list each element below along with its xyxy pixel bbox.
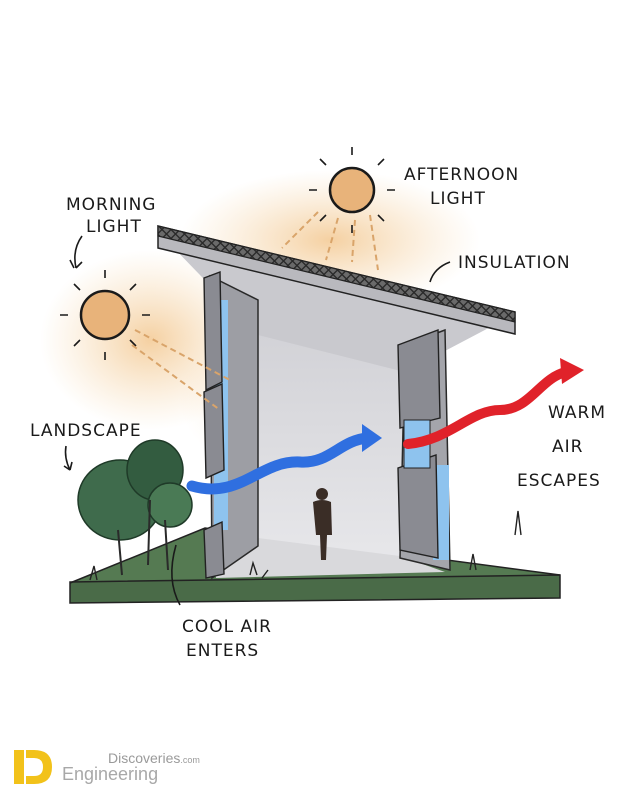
- back-wall: [258, 300, 405, 560]
- label-warm-air-2: AIR: [552, 437, 583, 457]
- label-morning-light-1: MORNING: [66, 195, 156, 215]
- label-landscape: LANDSCAPE: [30, 421, 142, 441]
- watermark-line2: Engineering: [62, 764, 159, 784]
- label-insulation: INSULATION: [458, 253, 571, 273]
- label-afternoon-light-1: AFTERNOON: [404, 165, 519, 185]
- sun-icon: [309, 147, 395, 233]
- warm-air-arrow: [403, 367, 571, 449]
- arrow-icon: [560, 358, 584, 384]
- cool-air-arrow: [186, 432, 374, 495]
- light-ray-arrows: [131, 211, 379, 411]
- insulation-layer: [157, 225, 516, 323]
- tree-icon: [77, 439, 522, 581]
- sun-icon: [60, 270, 150, 360]
- label-morning-light-2: LIGHT: [86, 217, 142, 237]
- label-pointers: [63, 235, 451, 606]
- building: [157, 225, 516, 580]
- label-cool-air-2: ENTERS: [186, 641, 259, 661]
- watermark-line1: Discoveries.com: [108, 750, 200, 766]
- floor: [212, 538, 445, 578]
- engineering-logo-icon: [14, 750, 52, 784]
- morning-sun: [79, 289, 131, 341]
- arrow-icon: [362, 424, 382, 452]
- label-warm-air-3: ESCAPES: [517, 471, 601, 491]
- person-icon: [313, 488, 332, 560]
- label-cool-air-1: COOL AIR: [182, 617, 272, 637]
- afternoon-sun: [328, 166, 376, 214]
- label-warm-air-1: WARM: [548, 403, 606, 423]
- watermark: Discoveries.com Engineering: [12, 740, 252, 790]
- label-afternoon-light-2: LIGHT: [430, 189, 486, 209]
